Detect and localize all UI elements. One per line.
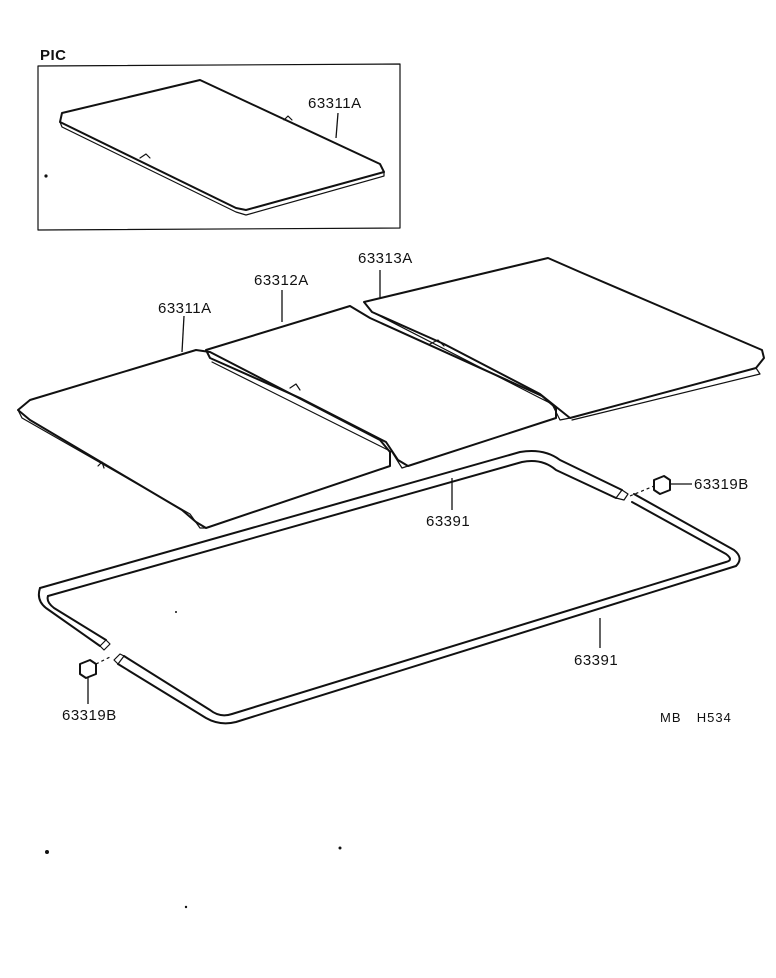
roof-panels-drawing xyxy=(17,257,765,529)
frame-upper-outer xyxy=(39,450,623,589)
panel-rear-shape xyxy=(363,257,765,419)
part-label-clip-right: 63319B xyxy=(694,476,749,493)
inset-title: PIC xyxy=(40,47,67,64)
part-label-panel-front: 63311A xyxy=(158,300,212,317)
frame-lower-outer xyxy=(117,493,741,725)
frame-lower-inner xyxy=(123,501,731,717)
inset-part-label: 63311A xyxy=(308,95,362,112)
clip-left-drawing xyxy=(79,655,113,704)
reference-code: MB H534 xyxy=(660,711,732,724)
reference-code-prefix: MB xyxy=(660,710,682,725)
inset-panel-drawing xyxy=(59,79,385,216)
part-label-frame-lower: 63391 xyxy=(574,652,619,669)
clip-right-drawing xyxy=(629,475,692,497)
inset-leader-line xyxy=(335,112,339,139)
part-label-clip-left: 63319B xyxy=(62,707,117,724)
inset-box xyxy=(37,63,401,231)
reference-code-number: H534 xyxy=(696,710,732,725)
part-label-panel-rear: 63313A xyxy=(358,250,413,267)
frame-left-inner xyxy=(46,595,107,641)
weatherstrip-frame-drawing xyxy=(37,450,741,725)
part-label-panel-middle: 63312A xyxy=(254,272,309,289)
panel-front-shape xyxy=(17,349,391,529)
leader-panel-front xyxy=(181,315,185,353)
frame-left-outer xyxy=(37,587,101,647)
part-label-frame-upper: 63391 xyxy=(426,513,471,530)
frame-upper-inner xyxy=(47,460,617,597)
